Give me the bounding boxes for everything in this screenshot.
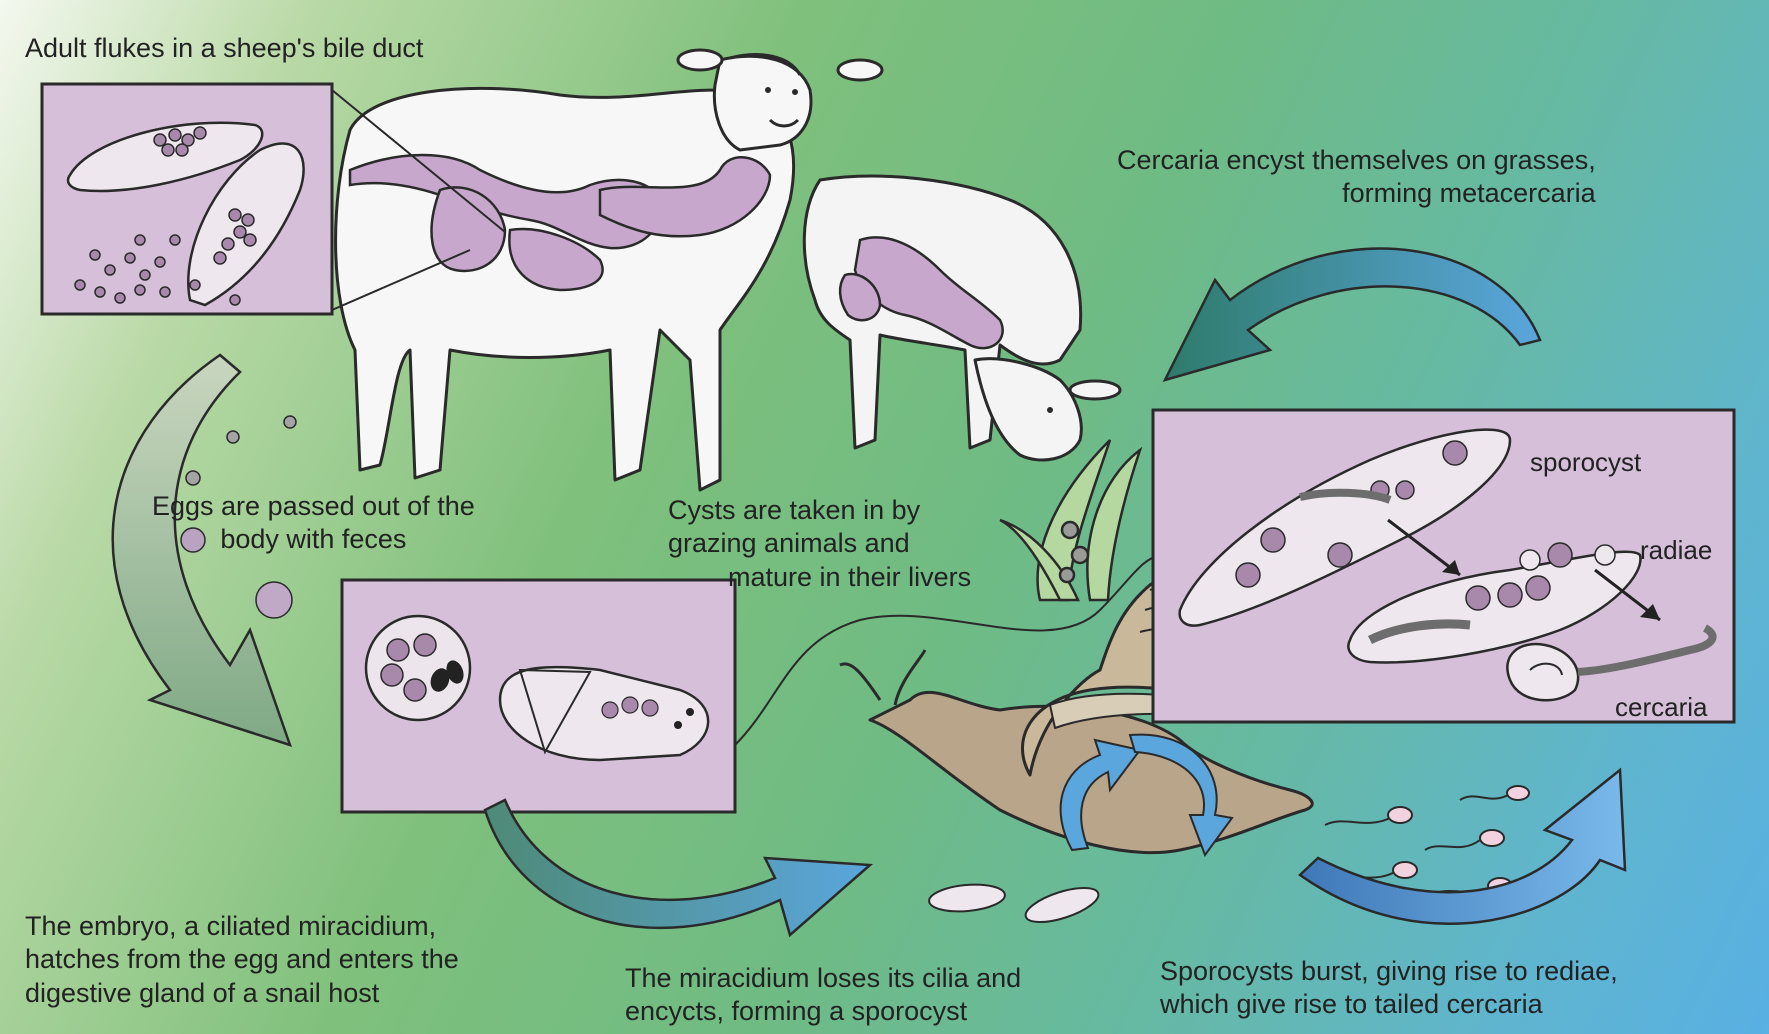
caption-adult-flukes: Adult flukes in a sheep's bile duct — [25, 32, 423, 65]
embryo-panel — [342, 580, 735, 812]
caption-embryo: The embryo, a ciliated miracidium,hatche… — [25, 910, 459, 1010]
grass-with-metacercaria — [1000, 440, 1140, 600]
adult-flukes-panel — [42, 84, 332, 314]
standing-sheep — [336, 50, 882, 490]
label-sporocyst: sporocyst — [1530, 447, 1641, 478]
label-radiae: radiae — [1640, 535, 1712, 566]
swimming-miracidia — [928, 881, 1102, 929]
label-cercaria: cercaria — [1615, 692, 1707, 723]
arrow-cercaria-to-grass — [1165, 249, 1540, 380]
caption-cercaria-encyst: Cercaria encyst themselves on grasses,fo… — [1117, 144, 1596, 211]
sporocyst-panel — [1153, 410, 1734, 722]
caption-sporocysts-burst: Sporocysts burst, giving rise to rediae,… — [1160, 955, 1618, 1022]
arrow-miracidium-to-snail — [485, 800, 870, 935]
